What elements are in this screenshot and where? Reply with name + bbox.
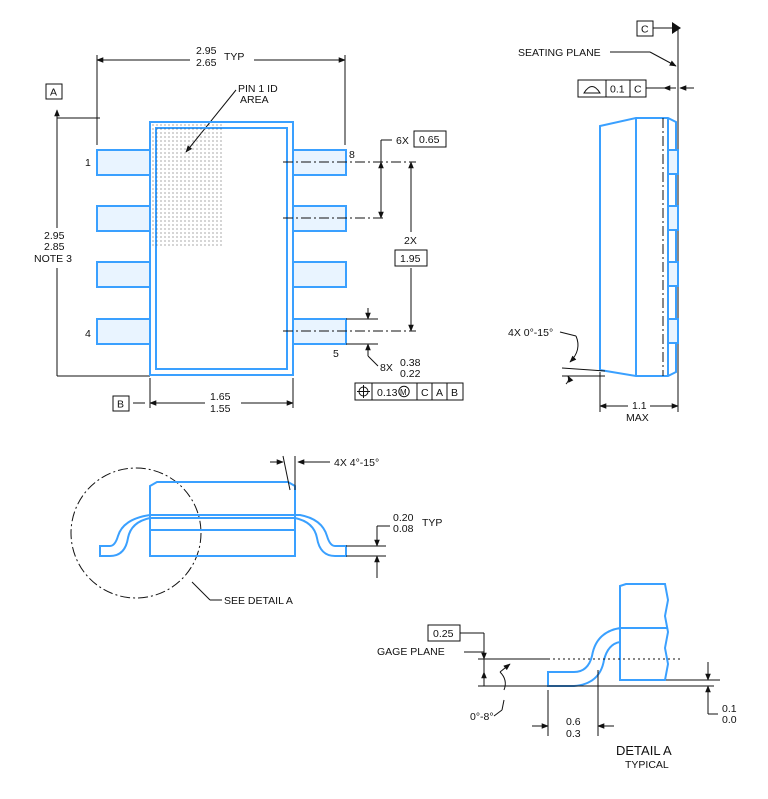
pitch-value-label: 0.65 [419, 134, 440, 146]
pitch-value-box [413, 130, 447, 148]
width-min-label: 2.65 [196, 57, 217, 69]
pin-number-1: 1 [85, 157, 91, 169]
side-lead [667, 318, 679, 344]
standoff-max-label: 0.1 [722, 703, 737, 715]
pin1-area-label: AREA [240, 94, 269, 106]
pitch-count-label: 6X [396, 135, 409, 147]
pin1-id-area [152, 124, 222, 248]
side-height-value: 1.1 [632, 400, 647, 412]
side-height-suffix: MAX [626, 412, 649, 424]
detail-subtitle: TYPICAL [625, 759, 669, 771]
width-typ-label: TYP [224, 51, 244, 63]
detail-angle-label: 0°-8° [470, 711, 494, 723]
datum-b-box [112, 395, 130, 412]
flatness-icon [583, 86, 601, 94]
lead [292, 261, 347, 288]
position-tolerance-frame: 0.13 M C A B [354, 382, 464, 401]
body-width-max-label: 1.65 [210, 391, 231, 403]
front-angle-label: 4X 4°-15° [334, 457, 379, 469]
lead [96, 205, 151, 232]
span-value-label: 1.95 [400, 253, 421, 265]
side-lead [667, 149, 679, 175]
lead [96, 261, 151, 288]
side-view: C SEATING PLANE 0.1 C 4X 0°-15° [508, 20, 694, 424]
height-min-label: 2.85 [44, 241, 65, 253]
see-detail-label: SEE DETAIL A [224, 595, 293, 607]
lead-width-count-label: 8X [380, 362, 393, 374]
gage-value-label: 0.25 [433, 628, 454, 640]
seating-plane-label: SEATING PLANE [518, 47, 601, 59]
pin1-id-label: PIN 1 ID [238, 83, 278, 95]
svg-text:M: M [400, 388, 407, 397]
datum-a-box [45, 83, 63, 100]
body-width-min-label: 1.55 [210, 403, 231, 415]
thickness-max-label: 0.20 [393, 512, 414, 524]
detail-circle [70, 467, 202, 599]
foot-max-label: 0.6 [566, 716, 581, 728]
detail-title: DETAIL A [616, 743, 672, 758]
datum-a-label: A [50, 87, 57, 99]
pin-number-5: 5 [333, 348, 339, 360]
height-max-label: 2.95 [44, 230, 65, 242]
flatness-frame: 0.1 C [577, 79, 694, 98]
mmc-icon [398, 385, 410, 398]
width-max-label: 2.95 [196, 45, 217, 57]
ref-b-label: B [451, 387, 458, 399]
front-view: 4X 4°-15° 0.20 0.08 TYP SEE DETAIL A [70, 455, 442, 607]
side-lead [667, 261, 679, 287]
ref-c-label: C [421, 387, 429, 399]
lead [96, 318, 151, 345]
flatness-value: 0.1 [610, 84, 625, 96]
ref-a-label: A [436, 387, 443, 399]
datum-b-label: B [117, 399, 124, 411]
datum-c-label: C [641, 24, 649, 36]
height-note-label: NOTE 3 [34, 253, 72, 265]
side-lead [667, 205, 679, 231]
lead [96, 149, 151, 176]
thickness-min-label: 0.08 [393, 523, 414, 535]
side-angle-label: 4X 0°-15° [508, 327, 553, 339]
top-view: 2.95 2.65 TYP PIN 1 ID AREA A 2.95 2.85 … [22, 42, 464, 415]
lead-width-max-label: 0.38 [400, 357, 421, 369]
pin-number-4: 4 [85, 328, 91, 340]
lead-width-min-label: 0.22 [400, 368, 421, 380]
gage-plane-label: GAGE PLANE [377, 646, 445, 658]
pin-number-8: 8 [349, 149, 355, 161]
span-value-box [394, 249, 428, 267]
thickness-typ-label: TYP [422, 517, 442, 529]
span-count-label: 2X [404, 235, 417, 247]
standoff-min-label: 0.0 [722, 714, 737, 726]
flatness-ref: C [634, 84, 642, 96]
detail-a-view: 0.25 GAGE PLANE 0°-8° 0.6 0.3 0.1 0.0 DE… [377, 583, 737, 771]
foot-min-label: 0.3 [566, 728, 581, 740]
position-tol-value: 0.13 [377, 387, 398, 399]
